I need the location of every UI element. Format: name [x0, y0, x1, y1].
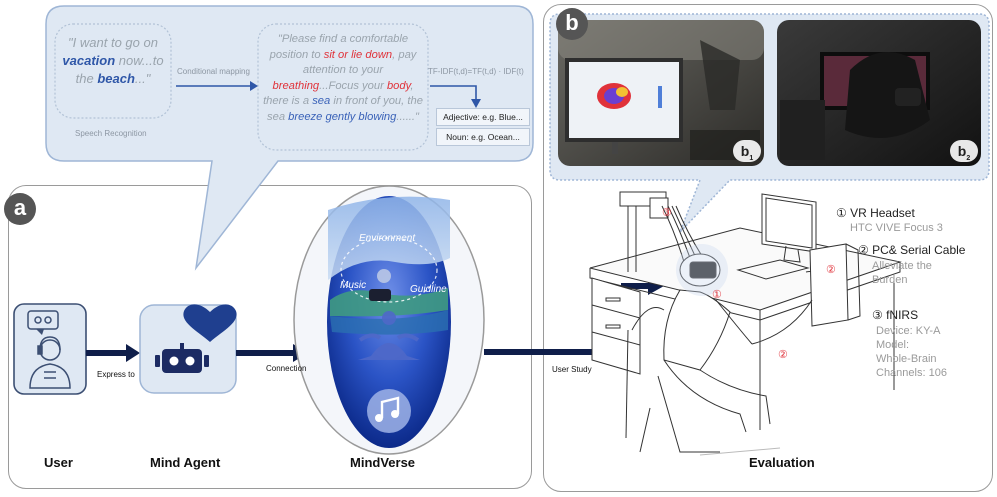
speech-bubble — [45, 5, 534, 271]
speech-quote: "I want to go on vacation now...to the b… — [62, 35, 164, 86]
user-icon-box — [13, 303, 87, 395]
photo-b2 — [777, 20, 981, 166]
photo-b2-tag: b2 — [950, 140, 978, 162]
speech-caption: Speech Recognition — [75, 129, 147, 138]
user-label: User — [44, 455, 73, 470]
mindverse-label: MindVerse — [350, 455, 416, 470]
mindverse-sphere — [293, 185, 485, 455]
tfidf-arrow — [430, 85, 477, 102]
item-fnirs-line-4: Channels: 106 — [876, 367, 947, 379]
marker-three: ③ — [662, 207, 672, 219]
mapping-label: Conditional mapping — [177, 67, 250, 76]
mind-agent-label: Mind Agent — [150, 455, 221, 470]
adjective-box: Adjective: e.g. Blue... — [436, 108, 530, 126]
item-pc-line-1: Alleviate the — [872, 260, 932, 272]
photo-b1 — [558, 20, 764, 166]
evaluation-illustration — [589, 191, 902, 456]
evaluation-label: Evaluation — [749, 455, 815, 470]
panel-a-badge-letter: a — [13, 195, 27, 220]
item-vr-line: HTC VIVE Focus 3 — [850, 222, 943, 234]
item-fnirs-line-1: Device: KY-A — [876, 325, 941, 337]
item-fnirs-title: ③ fNIRS — [872, 308, 919, 322]
heart-icon — [183, 304, 237, 342]
item-fnirs-line-3: Whole-Brain — [876, 353, 937, 365]
sphere-guideline-label: Guidline — [410, 284, 447, 295]
panel-b-badge: b — [556, 8, 588, 40]
speech-quote-box — [54, 23, 172, 119]
marker-two-cable: ② — [778, 349, 788, 361]
panel-b-badge-letter: b — [565, 10, 579, 35]
item-vr-title: ① VR Headset — [836, 206, 915, 220]
item-pc-title: ② PC& Serial Cable — [858, 243, 966, 257]
item-pc-line-2: Burden — [872, 274, 908, 286]
photo-b1-tag: b1 — [733, 140, 761, 162]
sphere-environment-label: Environment — [359, 233, 416, 244]
prompt-text: "Please find a comfortable position to s… — [263, 33, 423, 123]
item-fnirs-line-2: Model: — [876, 339, 910, 351]
marker-two-pc: ② — [826, 264, 836, 276]
user-study-label: User Study — [552, 365, 592, 374]
noun-box: Noun: e.g. Ocean... — [436, 128, 530, 146]
tfidf-label: TF-IDF(t,d)=TF(t,d) · IDF(t) — [428, 67, 524, 76]
express-label: Express to — [97, 370, 135, 379]
sphere-music-label: Music — [340, 280, 367, 291]
connection-label: Connection — [266, 364, 307, 373]
panel-a-badge: a — [4, 193, 36, 225]
marker-one: ① — [712, 289, 722, 301]
head-highlight — [676, 244, 728, 296]
robot-icon — [155, 343, 209, 373]
user-icon — [27, 310, 71, 389]
